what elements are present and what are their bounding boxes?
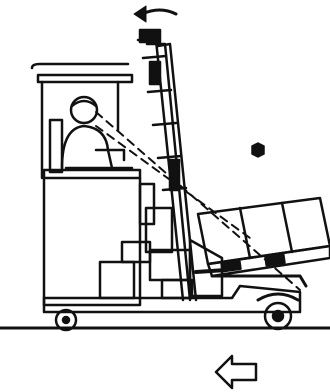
center-of-gravity-icon bbox=[252, 143, 264, 157]
